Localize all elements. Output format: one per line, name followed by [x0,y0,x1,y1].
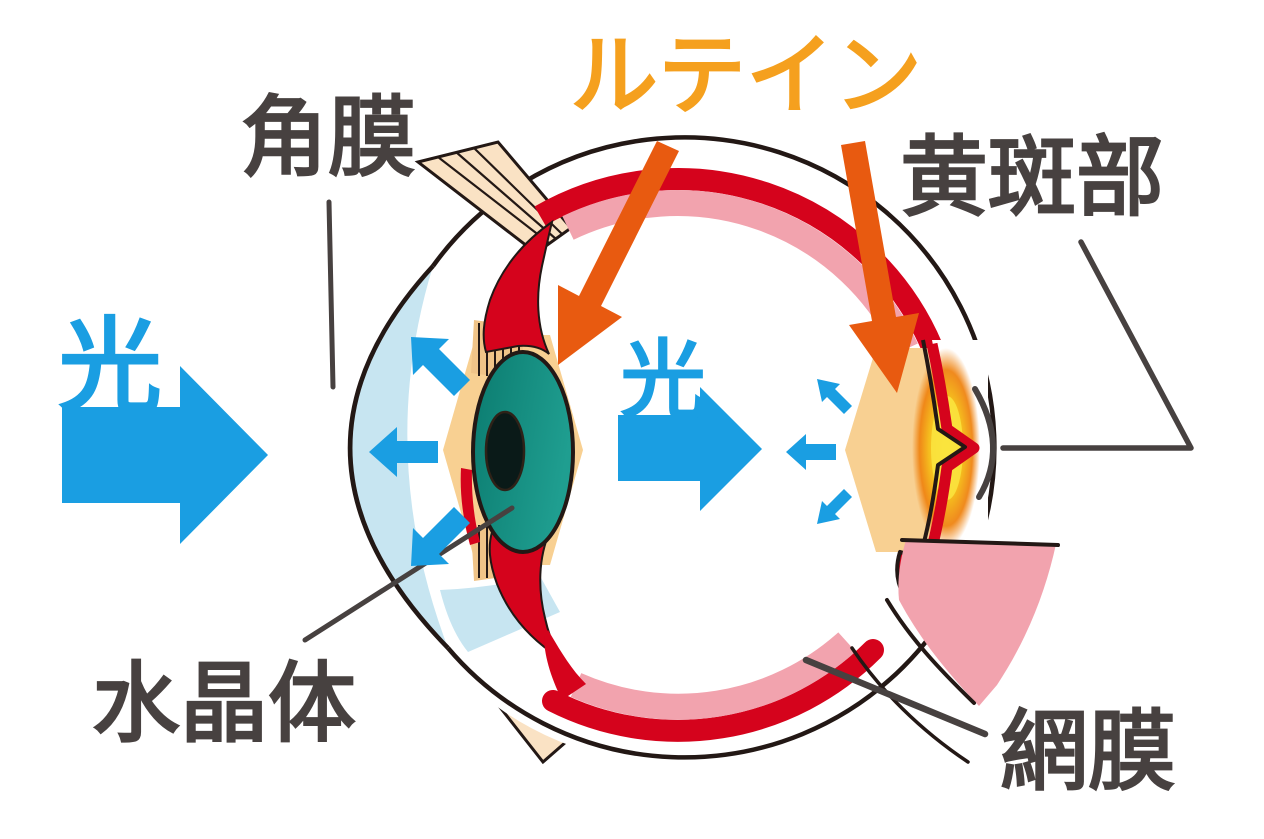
cornea-scatter-arrow-downleft-icon [411,507,470,566]
cornea-leader-line [326,199,336,390]
choroid-band-lower [542,639,884,742]
macula-scatter-arrow-downleft-icon [817,489,852,524]
cornea-outline [348,264,450,650]
inner-light-arrow-icon [618,387,762,511]
choroid-band-upper [534,168,943,352]
lutein-arrows [558,141,919,393]
label-lens: 水晶体 [92,652,356,755]
iris-upper [482,219,554,355]
optic-nerve [898,540,1056,706]
label-light-inside: 光 [620,331,706,431]
label-retina: 網膜 [1000,700,1176,803]
iris-ciliary-body [460,219,586,700]
label-light-incoming: 光 [58,306,162,428]
anatomy-labels: 角膜 黄斑部 水晶体 網膜 [92,86,1176,803]
label-cornea: 角膜 [240,86,416,189]
optic-nerve-lower-outline [885,598,976,705]
retina-leader-line [802,656,989,738]
ciliary-bridge [544,630,586,700]
macula-scatter-arrow-upleft-icon [817,379,852,414]
light-arrows: 光 光 [58,306,852,566]
lutein-arrow-to-lens-icon [558,141,679,365]
upper-eye-muscle [414,140,574,255]
fovea-surface-line [895,339,967,597]
cornea-scatter-arrow-left-icon [369,427,438,477]
lens-leader-line [302,505,515,643]
label-lutein: ルテイン [570,24,922,127]
lutein-label-group: ルテイン [570,24,922,127]
annotation-lines [302,199,1194,738]
pupil [484,410,526,492]
incoming-light-arrow-icon [62,366,268,544]
macula-bracket [972,386,997,500]
macula-scatter-arrow-left-icon [786,434,836,470]
lutein-arrow-to-macula-icon [841,141,919,393]
optic-nerve-upper-outline [900,538,1060,547]
upper-muscle-fiber-line [455,151,557,240]
label-macula: 黄斑部 [900,126,1164,229]
cornea-scatter-arrow-upleft-icon [411,337,470,396]
upper-muscle-fiber-line [437,156,550,244]
optic-nerve-sheath-line [850,646,970,764]
macula-pointer-line [1000,239,1194,451]
